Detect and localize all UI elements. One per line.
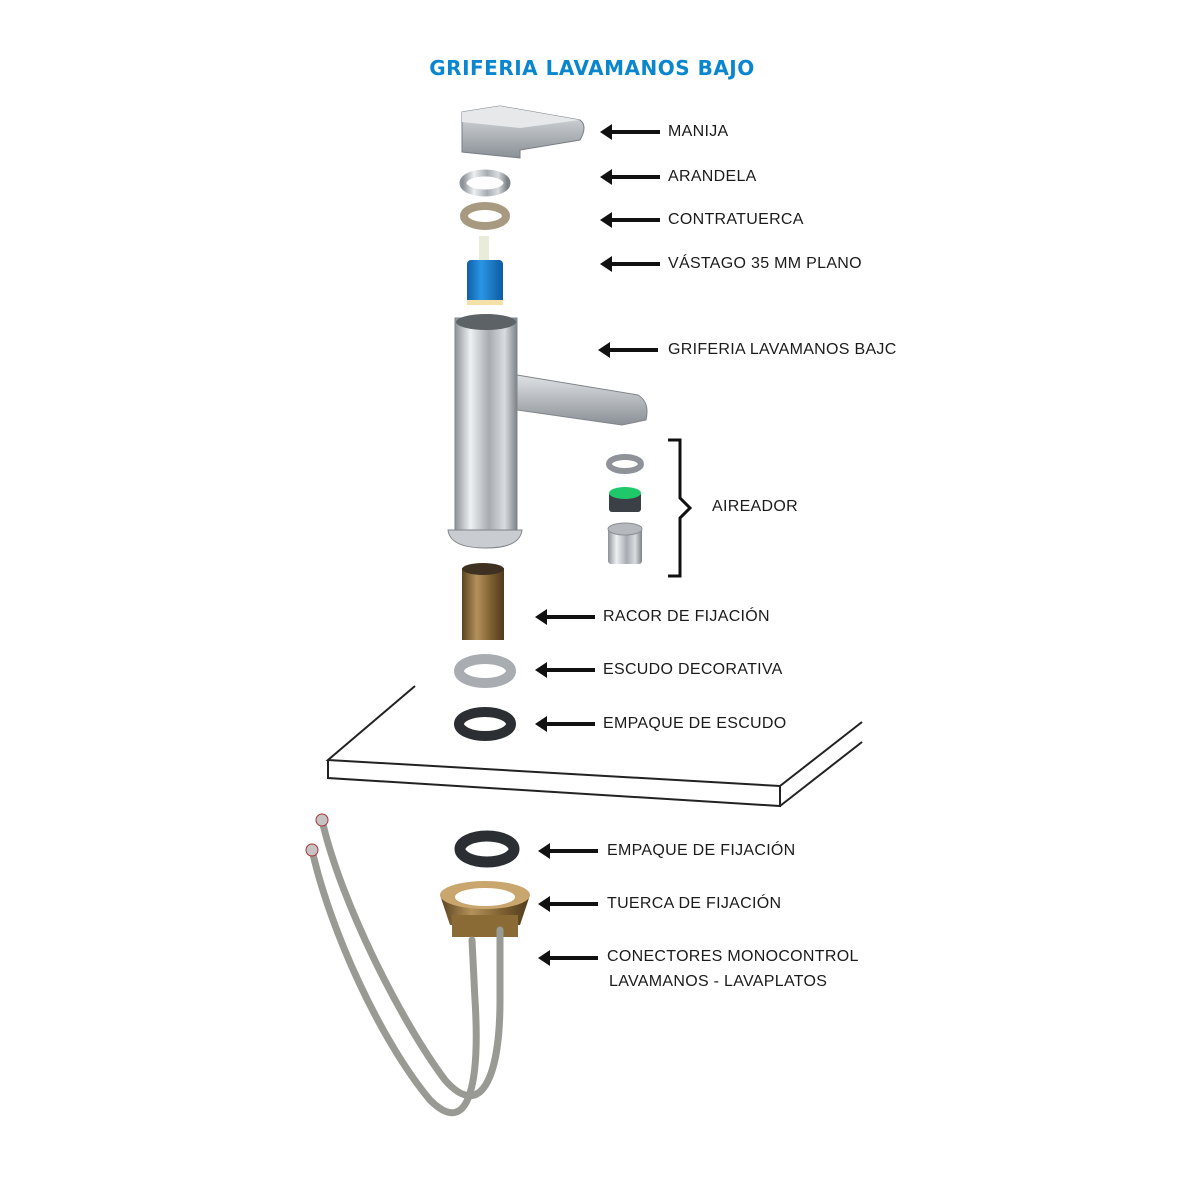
label-manija: MANIJA (668, 123, 729, 140)
cartridge-part-icon (467, 236, 503, 305)
label-contratuerca: CONTRATUERCA (668, 211, 804, 228)
escutcheon-gasket-part-icon (454, 707, 516, 741)
arrow-icon (535, 609, 595, 625)
arrow-icon (600, 124, 660, 140)
flexible-hoses-part-icon (308, 816, 504, 1117)
label-empaque-escudo: EMPAQUE DE ESCUDO (603, 715, 787, 732)
label-tuerca: TUERCA DE FIJACIÓN (607, 895, 782, 912)
label-racor: RACOR DE FIJACIÓN (603, 608, 770, 625)
arrow-icon (598, 342, 658, 358)
arrow-icon (535, 716, 595, 732)
arrow-icon (538, 843, 598, 859)
arrow-icon (538, 950, 598, 966)
fixing-nut-part-icon (440, 881, 530, 937)
aerator-part-icon (606, 454, 644, 564)
label-conectores: CONECTORES MONOCONTROL (607, 948, 859, 965)
arrow-icon (600, 169, 660, 185)
washer-part-icon (459, 169, 511, 197)
label-escudo: ESCUDO DECORATIVA (603, 661, 783, 678)
fixing-gasket-part-icon (454, 830, 520, 868)
handle-part-icon (461, 105, 585, 159)
arrow-icon (535, 662, 595, 678)
label-arandela: ARANDELA (668, 168, 757, 185)
arrow-icon (538, 896, 598, 912)
label-aireador: AIREADOR (712, 498, 798, 515)
countertop-outline (325, 685, 863, 808)
diagram-title: GRIFERIA LAVAMANOS BAJO (429, 56, 755, 80)
locknut-part-icon (460, 202, 510, 230)
faucet-body-part-icon (447, 314, 648, 549)
label-vastago: VÁSTAGO 35 MM PLANO (668, 255, 862, 272)
label-griferia: GRIFERIA LAVAMANOS BAJC (668, 341, 897, 358)
arrow-icon (600, 256, 660, 272)
label-empaque-fijacion: EMPAQUE DE FIJACIÓN (607, 842, 796, 859)
fixing-fitting-part-icon (462, 563, 504, 640)
arrow-icon (600, 212, 660, 228)
decorative-escutcheon-part-icon (454, 654, 516, 688)
aerator-bracket (668, 438, 693, 578)
label-conectores-line2: LAVAMANOS - LAVAPLATOS (609, 973, 828, 990)
